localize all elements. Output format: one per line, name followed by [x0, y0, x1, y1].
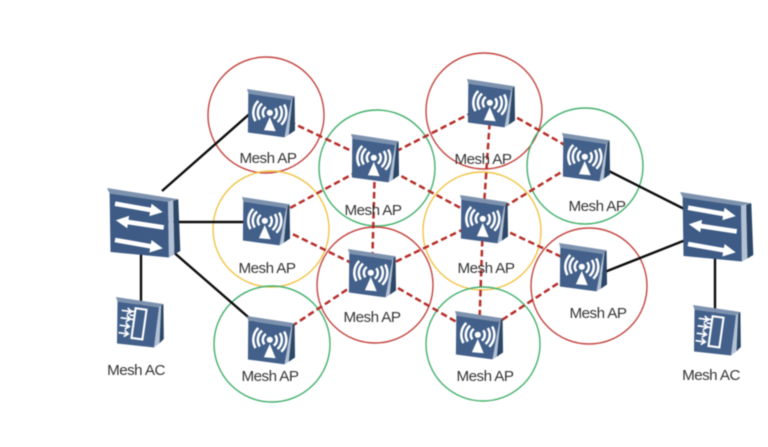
svg-text:Mesh AP: Mesh AP	[239, 260, 296, 277]
svg-text:Mesh AP: Mesh AP	[569, 198, 626, 215]
svg-text:Mesh AC: Mesh AC	[682, 367, 740, 384]
svg-text:Mesh AP: Mesh AP	[570, 305, 627, 322]
svg-text:Mesh AP: Mesh AP	[345, 202, 402, 219]
svg-text:Mesh AC: Mesh AC	[107, 362, 165, 379]
svg-text:Mesh AP: Mesh AP	[455, 151, 512, 168]
svg-text:Mesh AP: Mesh AP	[457, 368, 514, 385]
svg-text:Mesh AP: Mesh AP	[242, 368, 299, 385]
svg-text:Mesh AP: Mesh AP	[240, 150, 297, 167]
svg-text:Mesh AP: Mesh AP	[344, 309, 401, 326]
svg-text:Mesh AP: Mesh AP	[458, 260, 515, 277]
